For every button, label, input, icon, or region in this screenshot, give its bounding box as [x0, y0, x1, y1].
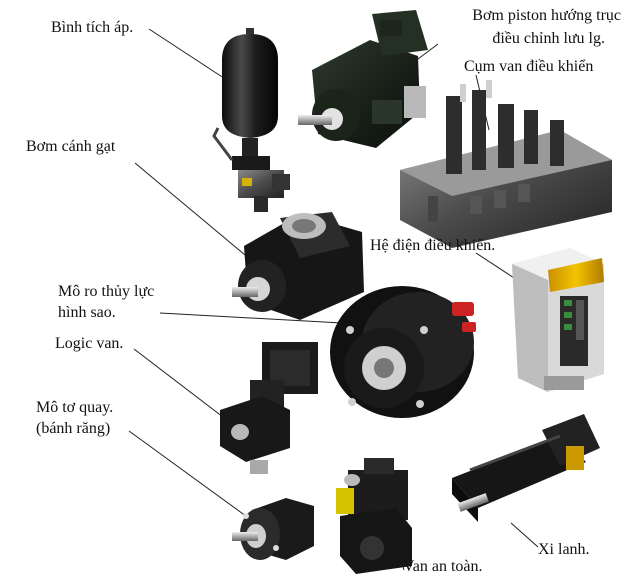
accumulator-illustration: [212, 28, 290, 212]
axial-piston-pump-illustration: [298, 10, 428, 148]
valve-block-illustration: [400, 80, 612, 248]
leader-star-motor: [159, 312, 361, 325]
label-star-motor-line2: hình sao.: [58, 304, 116, 321]
label-gear-motor-line2: (bánh răng): [36, 420, 111, 437]
label-relief-valve: Van an toàn.: [403, 558, 483, 575]
label-valve-block: Cụm van điều khiển: [464, 58, 594, 75]
label-gear-motor-line1: Mô tơ quay.: [36, 399, 114, 416]
leader-gear-motor: [128, 430, 262, 528]
leader-lines: [128, 28, 539, 571]
leader-accumulator: [148, 28, 237, 87]
hydraulic-cylinder-illustration: [452, 414, 600, 522]
vane-pump-illustration: [232, 212, 364, 320]
relief-valve-illustration: [336, 458, 412, 574]
leader-cylinder: [510, 522, 539, 548]
logic-valve-illustration: [220, 342, 318, 474]
label-vane-pump: Bơm cánh gạt: [26, 138, 116, 155]
label-logic-valve: Logic van.: [55, 335, 124, 352]
label-electrical-control: Hệ điện điều khiển.: [370, 237, 496, 254]
leader-vane-pump: [134, 162, 258, 266]
label-cylinder: Xi lanh.: [538, 541, 590, 558]
electrical-control-unit-illustration: [512, 248, 604, 392]
gear-motor-illustration: [232, 498, 314, 560]
label-piston-pump-line2: điều chỉnh lưu lg.: [492, 30, 605, 47]
star-hydraulic-motor-illustration: [330, 286, 476, 418]
label-accumulator: Bình tích áp.: [51, 19, 134, 36]
label-star-motor-line1: Mô ro thủy lực: [58, 283, 155, 300]
label-piston-pump-line1: Bơm piston hướng trục: [472, 7, 621, 24]
